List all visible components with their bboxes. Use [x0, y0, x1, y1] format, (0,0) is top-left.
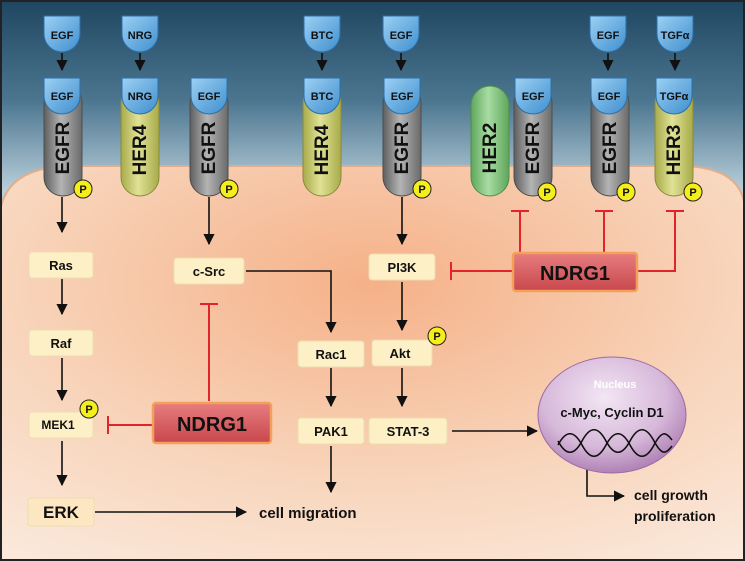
ligand-egf-bound-3: EGF: [383, 77, 421, 115]
ligand-label: EGF: [390, 30, 413, 42]
svg-text:PAK1: PAK1: [314, 424, 348, 439]
ligand-label: TGFα: [660, 91, 689, 103]
node-pak1: PAK1: [297, 417, 365, 445]
ligand-egf-bound-4: EGF: [514, 77, 552, 115]
ligand-label: EGF: [522, 91, 545, 103]
phospho-badge-egfr-5: P: [616, 182, 636, 202]
node-stat3: STAT-3: [368, 417, 448, 445]
ligand-label: NRG: [128, 91, 152, 103]
receptor-her3: HER3: [654, 83, 694, 197]
receptor-label: HER2: [480, 123, 501, 174]
node-ras: Ras: [28, 251, 94, 279]
ligand-label: BTC: [311, 91, 334, 103]
ligand-label: EGF: [51, 30, 74, 42]
outcome-proliferation: proliferation: [634, 508, 716, 524]
ligand-egf-free-1: EGF: [43, 15, 81, 53]
ligand-label: NRG: [128, 30, 152, 42]
phospho-badge-mek1: P: [79, 399, 99, 419]
receptor-her4-1: HER4: [120, 83, 160, 197]
receptor-egfr-3: EGFR: [382, 83, 422, 197]
ligand-label: EGF: [391, 91, 414, 103]
node-erk: ERK: [27, 497, 95, 527]
receptor-label: EGFR: [392, 121, 413, 174]
receptor-her4-2: HER4: [302, 83, 342, 197]
ligand-btc-free: BTC: [303, 15, 341, 53]
ligand-nrg-bound: NRG: [121, 77, 159, 115]
ligand-nrg-free: NRG: [121, 15, 159, 53]
receptor-her2: HER2: [470, 85, 510, 197]
nucleus-title: Nucleus: [594, 379, 637, 391]
ligand-egf-bound-2: EGF: [190, 77, 228, 115]
inhibition-lines: [107, 210, 684, 434]
nucleus: Nucleus c-Myc, Cyclin D1: [537, 356, 687, 474]
node-rac1: Rac1: [297, 340, 365, 368]
svg-text:P: P: [418, 184, 425, 196]
ligand-btc-bound: BTC: [303, 77, 341, 115]
svg-text:ERK: ERK: [43, 503, 80, 522]
phospho-badge-egfr-4: P: [537, 182, 557, 202]
svg-text:NDRG1: NDRG1: [177, 414, 247, 436]
nucleus-genes: c-Myc, Cyclin D1: [560, 405, 663, 420]
svg-text:NDRG1: NDRG1: [540, 263, 610, 285]
ligand-egf-free-3: EGF: [589, 15, 627, 53]
receptor-label: EGFR: [53, 121, 74, 174]
svg-text:P: P: [85, 404, 92, 416]
svg-text:MEK1: MEK1: [41, 418, 75, 432]
svg-text:P: P: [79, 184, 86, 196]
ndrg1-inhibitor-bottom: NDRG1: [151, 401, 273, 445]
node-raf: Raf: [28, 329, 94, 357]
svg-text:STAT-3: STAT-3: [387, 424, 430, 439]
phospho-badge-egfr-1: P: [73, 179, 93, 199]
ligand-label: EGF: [51, 91, 74, 103]
ligand-tgfa-bound: TGFα: [655, 77, 693, 115]
svg-text:c-Src: c-Src: [193, 264, 226, 279]
node-akt: Akt: [371, 339, 433, 367]
phospho-badge-akt: P: [427, 326, 447, 346]
svg-text:Ras: Ras: [49, 258, 73, 273]
receptor-label: EGFR: [523, 121, 544, 174]
svg-text:P: P: [689, 187, 696, 199]
receptor-label: HER4: [130, 124, 151, 175]
receptor-label: EGFR: [199, 121, 220, 174]
svg-text:P: P: [433, 331, 440, 343]
receptor-egfr-2: EGFR: [189, 83, 229, 197]
node-pi3k: PI3K: [368, 253, 436, 281]
svg-text:Rac1: Rac1: [315, 347, 346, 362]
outcome-cell-migration: cell migration: [259, 505, 357, 522]
phospho-badge-egfr-3: P: [412, 179, 432, 199]
phospho-badge-her3: P: [683, 182, 703, 202]
svg-text:P: P: [543, 187, 550, 199]
node-mek1: MEK1: [28, 411, 94, 439]
ligand-label: EGF: [598, 91, 621, 103]
ligand-tgfa-free: TGFα: [656, 15, 694, 53]
svg-text:P: P: [225, 184, 232, 196]
phospho-badge-egfr-2: P: [219, 179, 239, 199]
ligand-label: BTC: [311, 30, 334, 42]
ligand-label: TGFα: [661, 30, 690, 42]
ligand-arrows: [56, 53, 681, 72]
node-csrc: c-Src: [173, 257, 245, 285]
dna-strand-1: [557, 432, 673, 458]
dna-strand-2: [557, 428, 673, 454]
svg-text:P: P: [622, 187, 629, 199]
svg-text:Raf: Raf: [51, 336, 73, 351]
receptor-label: HER4: [312, 124, 333, 175]
svg-text:PI3K: PI3K: [388, 260, 418, 275]
ligand-egf-free-2: EGF: [382, 15, 420, 53]
outcome-cell-growth: cell growth: [634, 487, 708, 503]
ligand-label: EGF: [198, 91, 221, 103]
ndrg1-inhibitor-top: NDRG1: [511, 251, 639, 293]
receptor-egfr-4: EGFR: [513, 83, 553, 197]
receptor-label: HER3: [664, 125, 685, 176]
signal-arrows: [56, 197, 626, 518]
ligand-egf-bound-5: EGF: [590, 77, 628, 115]
svg-text:Akt: Akt: [390, 346, 412, 361]
ligand-egf-bound-1: EGF: [43, 77, 81, 115]
receptor-label: EGFR: [600, 121, 621, 174]
ligand-label: EGF: [597, 30, 620, 42]
